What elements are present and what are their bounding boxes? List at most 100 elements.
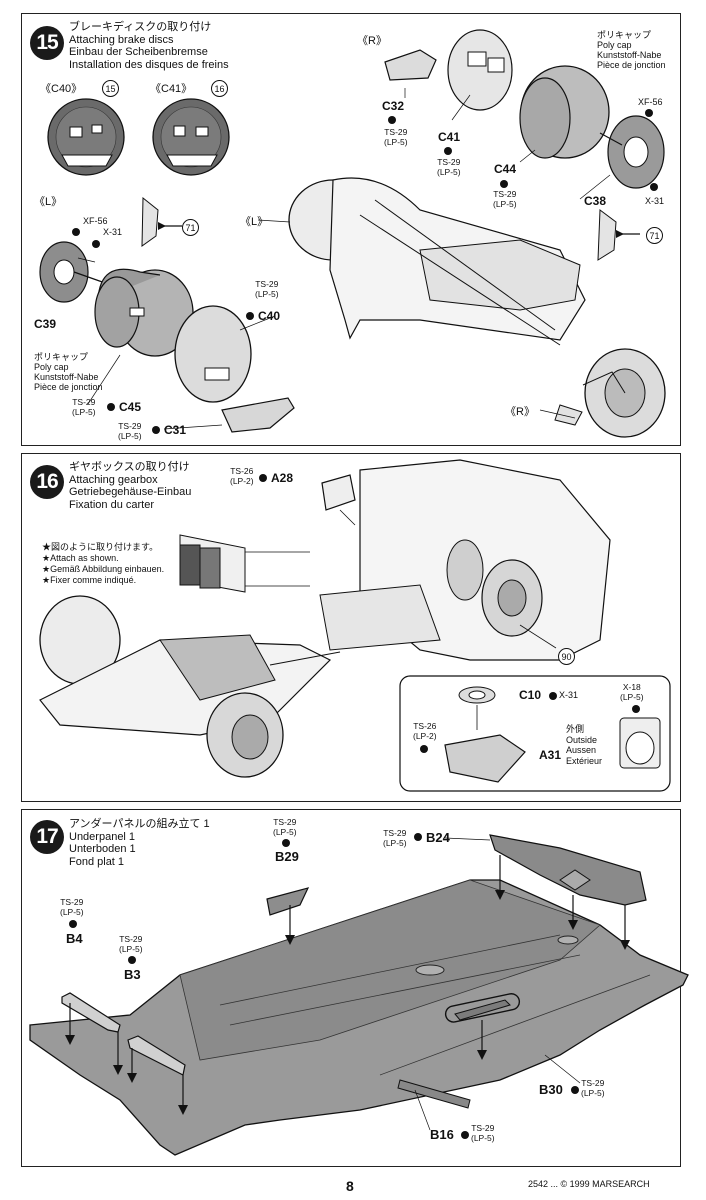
paint-dot-x18: [632, 705, 640, 713]
xf56-label-b: XF-56: [638, 97, 663, 107]
polycap-jp-b: ポリキャップ: [597, 30, 652, 40]
polycap-label-a: ポリキャップ Poly cap Kunststoff-Nabe Pièce de…: [34, 352, 103, 392]
c44-label: C44: [494, 162, 517, 176]
paint-b29-code: TS-29: [273, 817, 297, 827]
b4-label: B4: [66, 931, 83, 946]
polycap-label-b: ポリキャップ Poly cap Kunststoff-Nabe Pièce de…: [597, 30, 666, 70]
paint-b24-lp: (LP-5): [383, 837, 407, 848]
xf56-dot-b: [645, 109, 653, 117]
xf56-label-a: XF-56: [83, 216, 108, 226]
c41-label: C41: [438, 130, 461, 144]
x31-dot-a: [92, 240, 100, 248]
step-16-title: ギヤボックスの取り付け Attaching gearbox Getriebege…: [69, 461, 191, 511]
paint-c31: TS-29 (LP-5): [118, 421, 142, 441]
paint-dot-c10: [549, 692, 557, 700]
polycap-de-b: Kunststoff-Nabe: [597, 50, 662, 60]
x31-label-c10: X-31: [559, 690, 579, 700]
c41-tag: 《C41》: [150, 83, 193, 95]
polycap-en-b: Poly cap: [597, 40, 632, 50]
polycap-jp-a: ポリキャップ: [34, 352, 89, 362]
paint-c32-lp: (LP-5): [384, 136, 408, 147]
xf56-dot-a: [72, 228, 80, 236]
c38-label: C38: [584, 194, 607, 208]
paint-b4-lp: (LP-5): [60, 906, 84, 917]
c40-tag: 《C40》: [40, 83, 83, 95]
paint-c32: TS-29 (LP-5): [384, 127, 408, 147]
c31-label: C31: [164, 423, 187, 437]
step-17-title: アンダーパネルの組み立て 1 Underpanel 1 Unterboden 1…: [69, 818, 210, 868]
paint-b30: TS-29 (LP-5): [581, 1078, 605, 1098]
c41-ref-badge: 16: [211, 80, 228, 97]
paint-c44-code: TS-29: [493, 189, 517, 199]
step-15-title: ブレーキディスクの取り付け Attaching brake discs Einb…: [69, 21, 229, 71]
paint-a31: TS-26 (LP-2): [413, 721, 437, 741]
step-15-title-fr: Installation des disques de freins: [69, 58, 229, 71]
paint-c44: TS-29 (LP-5): [493, 189, 517, 209]
step-16-note: ★図のように取り付けます。 ★Attach as shown. ★Gemäß A…: [42, 542, 164, 586]
ref-71-badge-b: 71: [646, 227, 663, 244]
note-en: ★Attach as shown.: [42, 553, 119, 563]
ref-90-badge: 90: [558, 648, 575, 665]
note-de: ★Gemäß Abbildung einbauen.: [42, 564, 165, 574]
paint-a28-lp: (LP-2): [230, 475, 254, 486]
paint-dot-b16: [461, 1131, 469, 1139]
c40-label: C40: [258, 309, 281, 323]
paint-x18-code: X-18: [622, 682, 641, 692]
c32-label: C32: [382, 99, 405, 113]
page-number: 8: [346, 1178, 354, 1194]
step-16-title-de: Getriebegehäuse-Einbau: [69, 486, 192, 498]
paint-x18-lp: (LP-5): [620, 691, 644, 702]
paint-b30-code: TS-29: [581, 1078, 605, 1088]
paint-c40-code: TS-29: [255, 279, 279, 289]
ref-71-badge-a: 71: [182, 219, 199, 236]
x31-dot-b: [650, 183, 658, 191]
step-15-title-en: Attaching brake discs: [69, 33, 174, 46]
polycap-fr-b: Pièce de jonction: [597, 60, 666, 70]
paint-c40: TS-29 (LP-5): [255, 279, 279, 299]
outside-jp: 外側: [566, 724, 585, 734]
paint-dot-b3: [128, 956, 136, 964]
paint-dot-b30: [571, 1086, 579, 1094]
paint-c31-code: TS-29: [118, 421, 142, 431]
x31-label-a: X-31: [103, 227, 123, 237]
paint-a31-lp: (LP-2): [413, 730, 437, 741]
paint-dot-c41: [444, 147, 452, 155]
paint-c40-lp: (LP-5): [255, 288, 279, 299]
step-16-title-jp: ギヤボックスの取り付け: [69, 461, 190, 473]
paint-c44-lp: (LP-5): [493, 198, 517, 209]
a28-label: A28: [271, 471, 294, 485]
paint-dot-c45: [107, 403, 115, 411]
step-17-title-de: Unterboden 1: [69, 843, 136, 855]
paint-a28: TS-26 (LP-2): [230, 466, 254, 486]
paint-dot-a28: [259, 474, 267, 482]
note-fr: ★Fixer comme indiqué.: [42, 575, 137, 585]
polycap-fr-a: Pièce de jonction: [34, 382, 103, 392]
paint-dot-c32: [388, 116, 396, 124]
paint-b3: TS-29 (LP-5): [119, 934, 143, 954]
paint-dot-b29: [282, 839, 290, 847]
polycap-de-a: Kunststoff-Nabe: [34, 372, 99, 382]
b30-label: B30: [539, 1082, 563, 1097]
paint-c31-lp: (LP-5): [118, 430, 142, 441]
paint-dot-a31: [420, 745, 428, 753]
step-17-title-fr: Fond plat 1: [69, 855, 125, 868]
paint-dot-c44: [500, 180, 508, 188]
paint-b24-code: TS-29: [383, 828, 407, 838]
footer-code: 2542 ... © 1999 MARSEARCH: [528, 1179, 650, 1189]
c40-ref-badge: 15: [102, 80, 119, 97]
a31-label: A31: [539, 748, 562, 762]
paint-b4-code: TS-29: [60, 897, 84, 907]
paint-b3-code: TS-29: [119, 934, 143, 944]
outside-de: Aussen: [566, 745, 597, 755]
c39-label: C39: [34, 317, 57, 331]
right-tag-2: 《R》: [505, 406, 535, 418]
paint-c41-code: TS-29: [437, 157, 461, 167]
paint-b29-lp: (LP-5): [273, 826, 297, 837]
left-tag: 《L》: [34, 196, 63, 208]
paint-b4: TS-29 (LP-5): [60, 897, 84, 917]
step-16-title-fr: Fixation du carter: [69, 498, 154, 511]
paint-c41: TS-29 (LP-5): [437, 157, 461, 177]
